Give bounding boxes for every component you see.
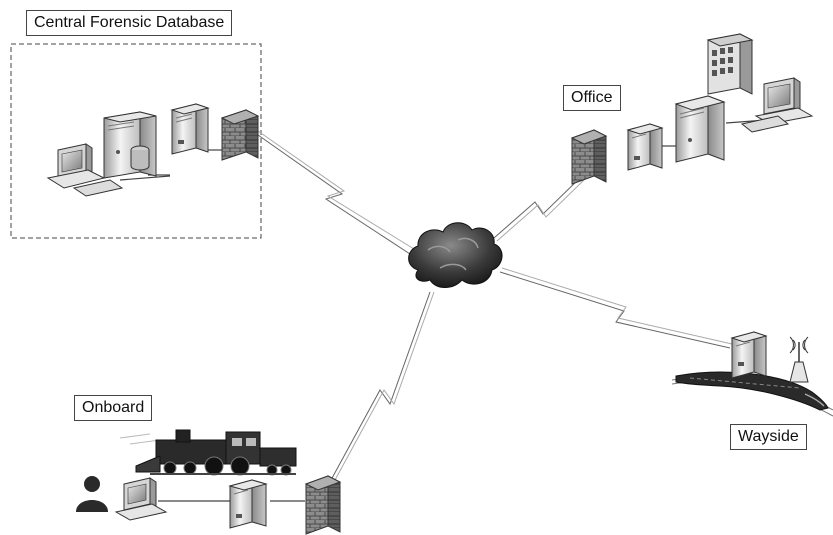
locomotive-icon <box>119 429 297 476</box>
wayside-server-icon <box>730 331 768 379</box>
central-database-server-icon <box>103 111 157 179</box>
user-icon <box>76 476 108 512</box>
onboard-label: Onboard <box>74 395 153 421</box>
onboard-server-icon <box>228 479 268 529</box>
wayside-label: Wayside <box>730 424 807 450</box>
wireless-antenna-icon <box>789 336 809 383</box>
link-onboard-to-cloud <box>330 291 435 481</box>
central-server-icon <box>170 103 210 155</box>
office-server-icon <box>626 123 664 171</box>
onboard-firewall-icon <box>304 475 342 535</box>
link-office-to-cloud <box>493 175 586 242</box>
office-building-icon <box>706 33 754 95</box>
central-forensic-database-label: Central Forensic Database <box>26 10 233 36</box>
office-main-server-icon <box>674 95 726 163</box>
link-wayside-to-cloud <box>499 267 733 349</box>
link-central-to-cloud <box>257 130 415 255</box>
office-firewall-icon <box>570 129 608 185</box>
office-label: Office <box>563 85 621 111</box>
onboard-workstation-icon <box>114 477 168 521</box>
office-workstation-icon <box>740 77 814 133</box>
train-icon <box>675 371 829 411</box>
central-firewall-icon <box>220 109 260 161</box>
central-database-boundary <box>10 43 262 239</box>
internet-cloud-icon <box>408 222 503 288</box>
